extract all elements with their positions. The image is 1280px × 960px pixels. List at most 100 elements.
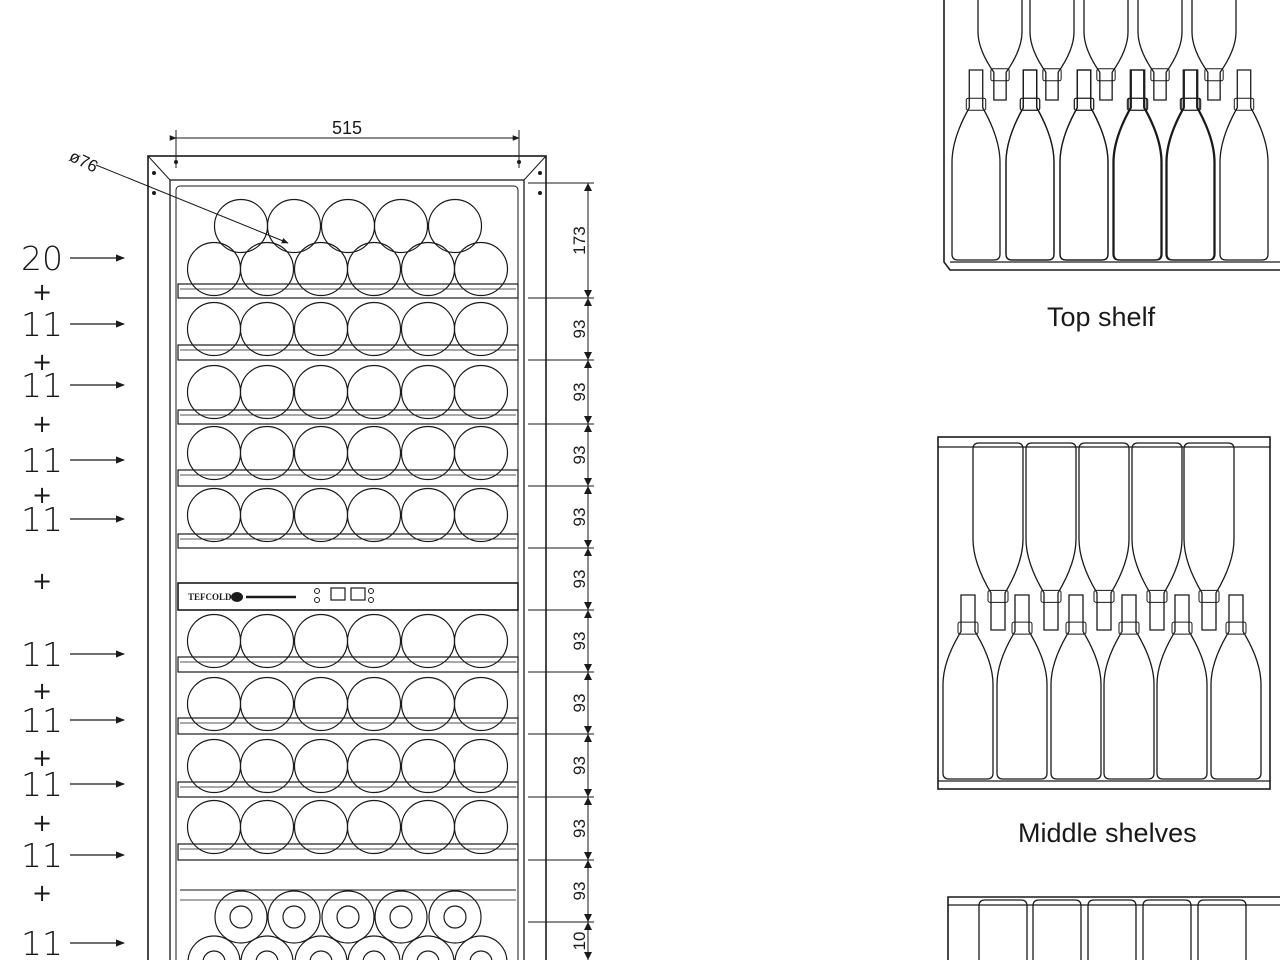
bottle-row <box>239 613 295 669</box>
bottle-count-label: 11 <box>21 635 63 674</box>
row-height-label: 93 <box>570 819 589 838</box>
row-height-label: 93 <box>570 446 589 465</box>
cabinet-outer-frame <box>147 155 547 960</box>
bottle-side-view <box>942 594 994 780</box>
dimension-arrow <box>584 602 592 610</box>
bottle-side-view <box>1087 899 1137 960</box>
bottle-top-row <box>186 241 242 297</box>
bottle-row <box>239 487 295 543</box>
bottle-side-view <box>1059 69 1109 261</box>
bottle-neck <box>255 950 279 960</box>
row-height-label: 173 <box>570 226 589 254</box>
cabinet-inner-frame <box>169 179 525 960</box>
brand-logo <box>231 592 243 602</box>
bottle-side-view <box>1032 899 1082 960</box>
bottle-bottom-row <box>187 935 241 960</box>
bottle-row <box>453 425 509 481</box>
bottle-neck <box>229 905 253 929</box>
row-height-label: 93 <box>570 320 589 339</box>
bottle-neck-ring <box>1019 97 1041 111</box>
shelf-front <box>177 344 519 361</box>
bottle-side-view <box>972 442 1024 631</box>
bottle-bottom-row <box>321 890 375 944</box>
bottle-row <box>293 613 349 669</box>
row-height-label: 93 <box>570 632 589 651</box>
row-height-label: 93 <box>570 508 589 527</box>
bottle-neck-ring <box>1225 621 1247 635</box>
mounting-screw <box>538 171 542 175</box>
bottle-side-view <box>977 0 1023 101</box>
bottle-side-view <box>996 594 1048 780</box>
bottle-neck-ring <box>1204 68 1224 82</box>
bottle-row <box>239 301 295 357</box>
bottle-side-view <box>1219 69 1269 261</box>
frame-corner-left <box>147 155 171 181</box>
bottle-row <box>400 799 456 855</box>
panel-display <box>330 587 346 601</box>
bottle-neck <box>469 950 493 960</box>
mounting-screw <box>538 191 542 195</box>
dimension-arrow <box>584 360 592 368</box>
dimension-arrow <box>584 726 592 734</box>
bottle-row <box>186 425 242 481</box>
dimension-arrow <box>584 424 592 432</box>
bottle-bottom-row <box>401 935 455 960</box>
bottle-neck-ring <box>965 97 987 111</box>
bottle-count-label: 11 <box>21 701 63 740</box>
mounting-screw <box>152 171 156 175</box>
bottom-shelf-frame <box>947 896 1280 960</box>
bottle-neck-ring <box>1127 97 1149 111</box>
bottle-neck-ring <box>1042 68 1062 82</box>
caption-top-shelf: Top shelf <box>1047 302 1156 332</box>
bottle-row <box>346 301 402 357</box>
bottle-row <box>453 301 509 357</box>
bottle-row <box>239 738 295 794</box>
bottom-shelf-view <box>947 896 1280 960</box>
bottle-neck-ring <box>990 68 1010 82</box>
bottle-side-view <box>1210 594 1262 780</box>
top-shelf-view <box>943 0 1280 271</box>
bottle-row <box>239 799 295 855</box>
bottle-neck <box>443 905 467 929</box>
bottle-side-view <box>1029 0 1075 101</box>
bottle-side-view <box>1005 69 1055 261</box>
panel-button <box>314 597 320 603</box>
bottle-neck <box>309 950 333 960</box>
bottle-bottom-row <box>267 890 321 944</box>
dimension-arrow <box>584 860 592 868</box>
dimension-arrow <box>584 610 592 618</box>
bottle-count-label: 11 <box>21 366 63 405</box>
bottle-neck-ring <box>1150 68 1170 82</box>
dimension-arrow <box>584 478 592 486</box>
plus-sign: + <box>32 348 52 376</box>
bottle-bottom-row <box>428 890 482 944</box>
bottle-row <box>239 676 295 732</box>
bottle-row <box>293 799 349 855</box>
bottle-neck <box>202 950 226 960</box>
bottle-neck <box>389 905 413 929</box>
bottle-row <box>453 799 509 855</box>
bottle-side-view <box>1083 0 1129 101</box>
bottle-row <box>400 738 456 794</box>
bottle-row <box>453 487 509 543</box>
panel-brand-label: TEFCOLD <box>188 592 232 602</box>
bottle-row <box>346 799 402 855</box>
dimension-arrow <box>584 290 592 298</box>
shelf-front <box>177 843 519 861</box>
dimension-arrow <box>584 298 592 306</box>
bottle-side-view <box>1050 594 1102 780</box>
bottle-count-label: 11 <box>21 836 63 875</box>
plus-sign: + <box>32 677 52 705</box>
bottle-count-label: 11 <box>21 305 63 344</box>
diameter-leader <box>95 164 289 244</box>
bottle-top-row <box>400 241 456 297</box>
bottle-row <box>346 425 402 481</box>
bottle-count-label: 11 <box>21 765 63 804</box>
dimension-arrow <box>584 486 592 494</box>
bottle-top-row <box>373 198 429 254</box>
row-height-label: 93 <box>570 570 589 589</box>
middle-shelf-view <box>937 436 1271 790</box>
bottle-grid <box>186 198 509 960</box>
row-height-label: 93 <box>570 882 589 901</box>
bottle-neck-ring <box>1073 97 1095 111</box>
